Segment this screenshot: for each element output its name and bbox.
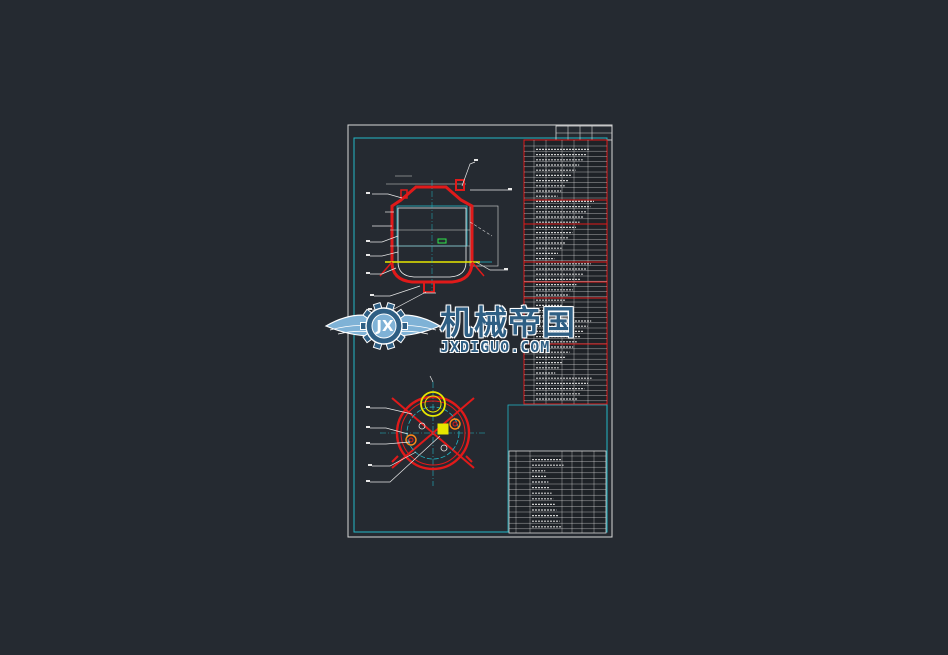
- watermark-logo-text: JX: [376, 317, 394, 335]
- vessel-plan-view: [380, 382, 486, 486]
- watermark-brand-chinese: 机械帝国: [440, 303, 576, 342]
- spec-table-frame: [523, 139, 608, 405]
- front-view-callout-marks: [366, 159, 512, 310]
- vessel-front-view: [379, 175, 499, 294]
- frame-partition-line: [507, 404, 607, 532]
- watermark-brand-english: JXDIGUO.COM: [440, 338, 551, 356]
- gear-wing-logo-icon: [324, 301, 442, 351]
- parts-list-table: [508, 450, 607, 534]
- plan-view-leaders: [370, 375, 441, 483]
- spec-table: [523, 139, 608, 405]
- plan-view-callout-marks: [366, 406, 372, 482]
